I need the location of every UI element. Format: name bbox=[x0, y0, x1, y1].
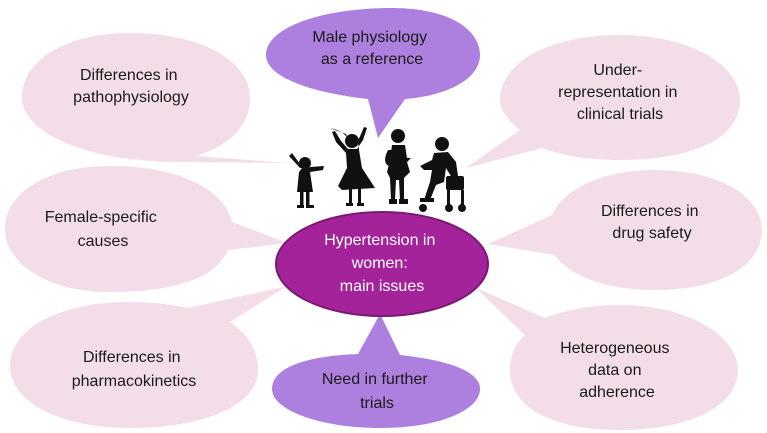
bubble-pathophysiology-shape bbox=[22, 33, 288, 163]
bubble-text-line: Female-specific bbox=[45, 209, 157, 226]
elderly-walker-silhouette-icon bbox=[419, 137, 466, 212]
bubble-text-line: trials bbox=[360, 395, 394, 412]
center-text-line: women: bbox=[351, 255, 408, 272]
bubble-adherence-shape bbox=[476, 288, 738, 430]
bubble-text-line: drug safety bbox=[612, 225, 691, 242]
bubble-text-line: as a reference bbox=[321, 51, 423, 68]
bubble-male-physiology: Male physiology as a reference bbox=[266, 8, 480, 138]
bubble-female-specific: Female-specific causes bbox=[5, 166, 288, 292]
bubble-pathophysiology: Differences in pathophysiology bbox=[22, 33, 288, 163]
bubble-text-line: adherence bbox=[579, 384, 655, 401]
bubble-text-line: clinical trials bbox=[577, 106, 663, 123]
bubble-drug-safety-shape bbox=[488, 170, 762, 290]
center-text: Hypertension in women: main issues bbox=[324, 232, 440, 295]
bubble-pharmacokinetics-shape bbox=[10, 286, 287, 428]
woman-dress-silhouette-icon bbox=[330, 127, 375, 206]
girl-silhouette-icon bbox=[289, 153, 324, 208]
bubble-further-trials-shape bbox=[272, 314, 480, 428]
bubble-text-line: representation in bbox=[558, 84, 677, 101]
bubble-text-line: Differences in bbox=[601, 203, 699, 220]
bubble-text-line: Heterogeneous bbox=[560, 340, 669, 357]
bubble-male-physiology-shape bbox=[266, 8, 480, 138]
bubble-female-specific-text: Female-specific causes bbox=[45, 209, 161, 250]
bubble-text-line: Male physiology bbox=[312, 29, 427, 46]
bubble-text-line: Under- bbox=[593, 62, 642, 79]
bubble-text-line: data on bbox=[588, 362, 641, 379]
bubble-adherence: Heterogeneous data on adherence bbox=[476, 288, 738, 430]
bubble-text-line: Need in further bbox=[322, 371, 429, 388]
center-text-line: main issues bbox=[340, 278, 424, 295]
pregnant-woman-silhouette-icon bbox=[385, 129, 411, 204]
bubble-pathophysiology-text: Differences in pathophysiology bbox=[73, 67, 189, 106]
bubble-pharmacokinetics: Differences in pharmacokinetics bbox=[10, 286, 287, 428]
bubble-text-line: Differences in bbox=[80, 67, 178, 84]
bubble-further-trials: Need in further trials bbox=[272, 314, 480, 428]
bubble-text-line: Differences in bbox=[83, 349, 181, 366]
bubble-further-trials-text: Need in further trials bbox=[322, 371, 432, 412]
bubble-male-physiology-text: Male physiology as a reference bbox=[312, 29, 431, 68]
bubble-drug-safety: Differences in drug safety bbox=[488, 170, 762, 290]
center-topic: Hypertension in women: main issues bbox=[275, 211, 489, 317]
bubble-adherence-text: Heterogeneous data on adherence bbox=[560, 340, 674, 401]
bubble-text-line: pharmacokinetics bbox=[72, 373, 197, 390]
bubble-text-line: pathophysiology bbox=[73, 89, 189, 106]
center-ellipse bbox=[275, 211, 489, 317]
silhouettes-group bbox=[289, 127, 466, 212]
bubble-under-representation-text: Under- representation in clinical trials bbox=[558, 62, 682, 123]
bubble-drug-safety-text: Differences in drug safety bbox=[601, 203, 703, 242]
bubble-under-representation: Under- representation in clinical trials bbox=[466, 35, 740, 168]
bubble-under-representation-shape bbox=[466, 35, 740, 168]
bubble-female-specific-shape bbox=[5, 166, 288, 292]
center-text-line: Hypertension in bbox=[324, 232, 435, 249]
bubble-text-line: causes bbox=[78, 233, 129, 250]
bubble-pharmacokinetics-text: Differences in pharmacokinetics bbox=[72, 349, 197, 390]
